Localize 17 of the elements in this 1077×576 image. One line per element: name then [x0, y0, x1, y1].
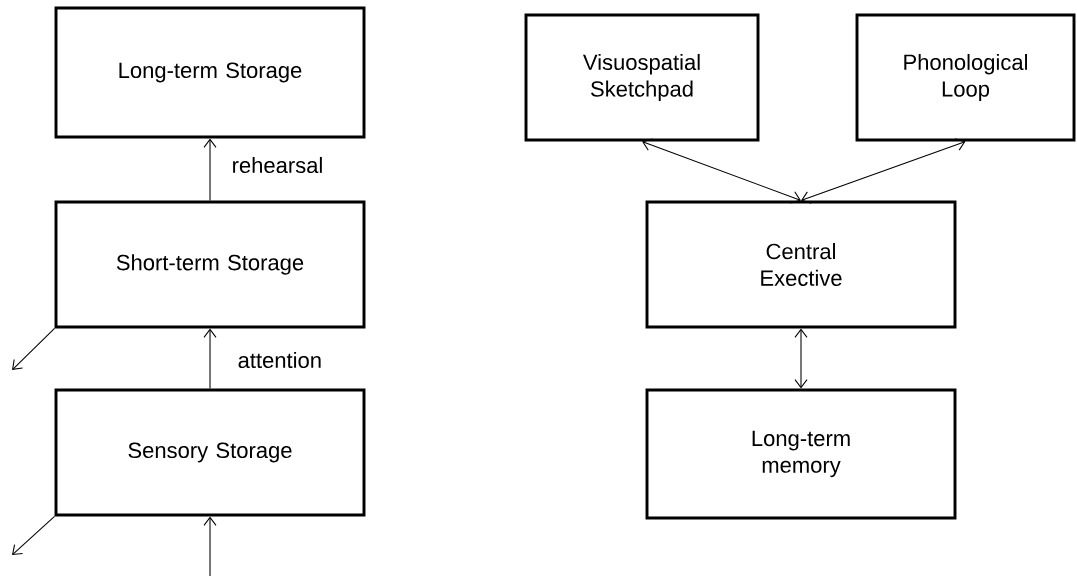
memory-box: Phonological Loop	[855, 13, 1076, 142]
arrow	[203, 516, 217, 576]
edge-label: rehearsal	[230, 155, 325, 175]
memory-box: Short-term Storage	[54, 200, 366, 329]
arrow	[12, 515, 56, 555]
arrow	[203, 138, 217, 202]
edge-label: attention	[236, 350, 324, 370]
arrow	[642, 138, 801, 204]
memory-box: Long-term Storage	[54, 6, 366, 139]
arrow	[801, 138, 966, 204]
memory-box: Central Exective	[645, 200, 957, 329]
memory-box: Long-term memory	[645, 388, 957, 520]
arrow	[12, 327, 56, 370]
arrow	[203, 328, 217, 390]
arrow	[794, 328, 808, 389]
memory-box: Visuospatial Sketchpad	[524, 13, 760, 142]
memory-box: Sensory Storage	[54, 388, 366, 517]
